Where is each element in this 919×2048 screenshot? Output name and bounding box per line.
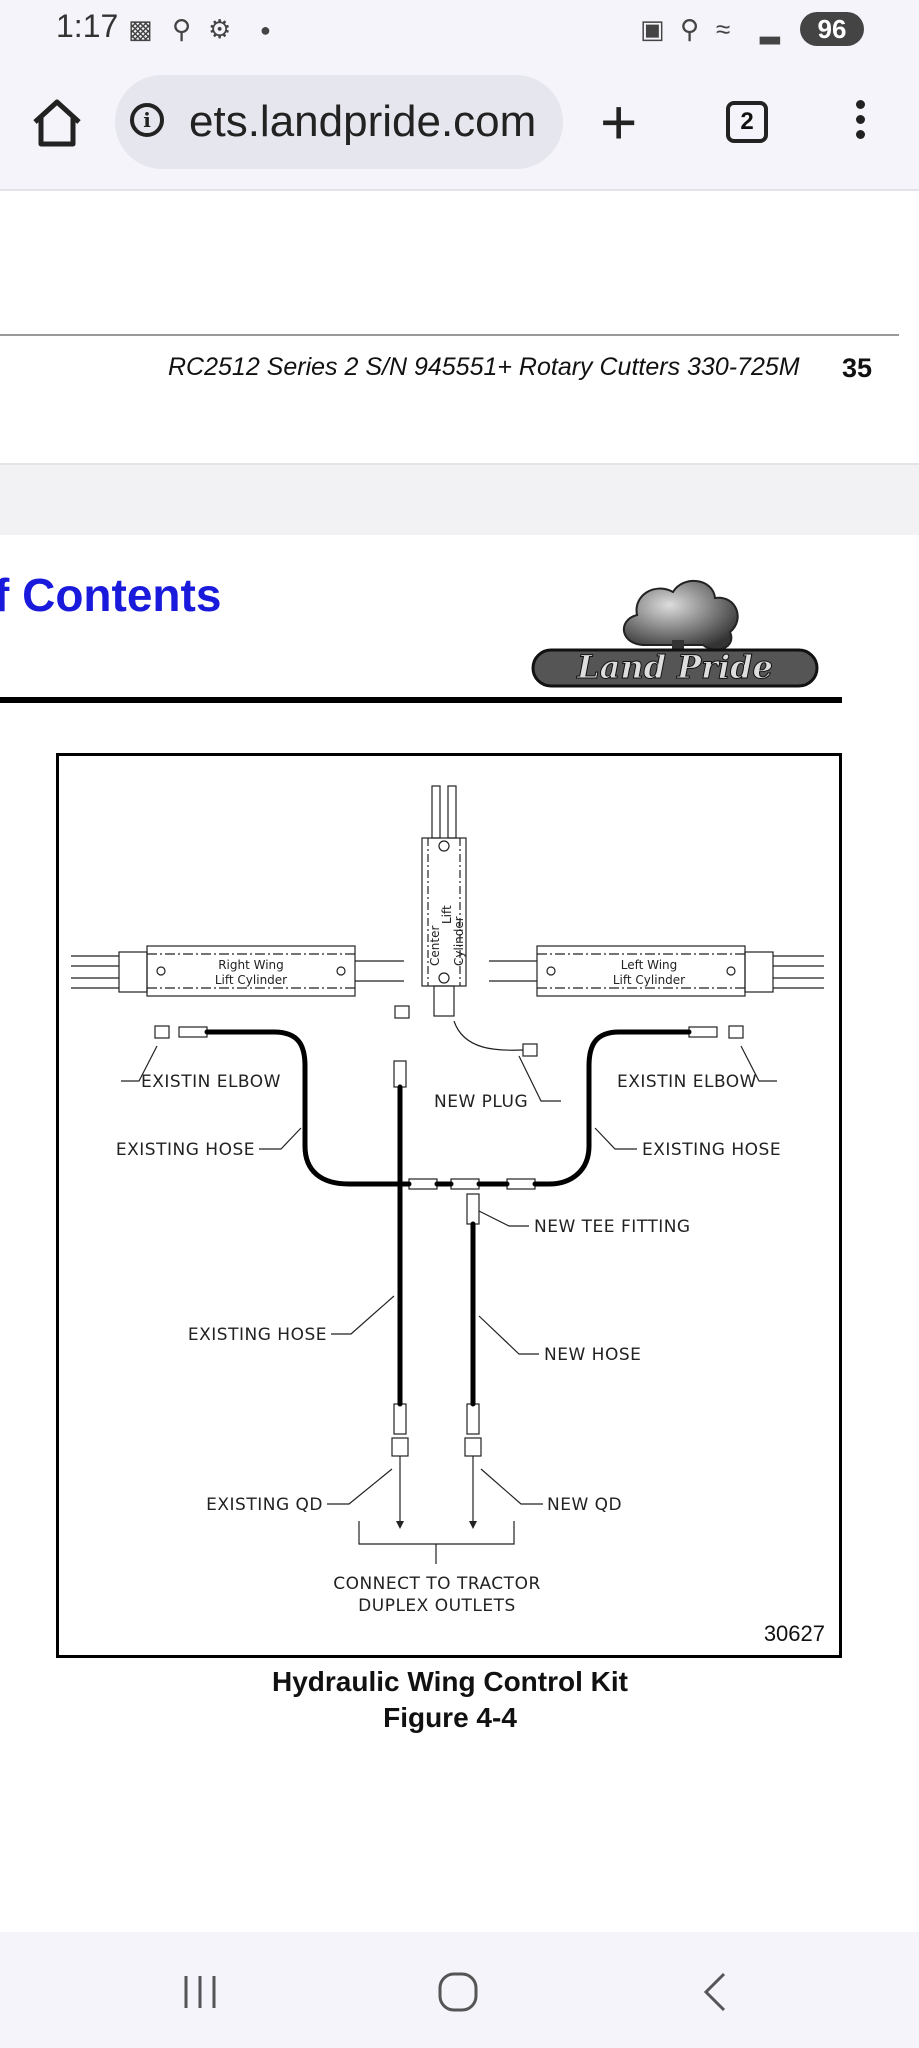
page-separator <box>0 463 919 535</box>
status-time: 1:17 <box>56 8 119 44</box>
browser-toolbar: i ets.landpride.com + 2 <box>0 60 919 191</box>
left-cylinder-label-1: Left Wing <box>621 958 678 972</box>
label-new-hose: NEW HOSE <box>544 1345 641 1365</box>
label-existin-elbow-right: EXISTIN ELBOW <box>617 1072 757 1092</box>
diagram-drawing: Right Wing Lift Cylinder Left Wing Lift … <box>71 785 824 1616</box>
left-cylinder-label-2: Lift Cylinder <box>613 973 685 987</box>
new-tab-button[interactable]: + <box>600 86 638 158</box>
info-icon[interactable]: i <box>130 103 164 137</box>
back-icon[interactable] <box>700 1970 730 2014</box>
center-cylinder-label-1: Center <box>428 926 442 966</box>
more-notifications-icon: ● <box>260 20 271 40</box>
tab-switcher-button[interactable]: 2 <box>726 101 768 143</box>
center-cylinder-label-3: Cylinder <box>452 916 466 966</box>
label-connect-tractor-1: CONNECT TO TRACTOR <box>333 1574 541 1594</box>
label-existing-hose-right: EXISTING HOSE <box>642 1140 781 1160</box>
document-header-title: RC2512 Series 2 S/N 945551+ Rotary Cutte… <box>168 353 800 381</box>
wifi-icon: ≈ <box>716 14 731 44</box>
right-cylinder-label-1: Right Wing <box>218 958 284 972</box>
label-existing-hose-lower: EXISTING HOSE <box>188 1325 327 1345</box>
more-menu-icon[interactable] <box>856 100 866 145</box>
label-existing-hose-left: EXISTING HOSE <box>116 1140 255 1160</box>
video-notification-icon: ▩ <box>128 14 153 44</box>
navigation-bar <box>0 1932 919 2048</box>
recent-apps-icon[interactable] <box>180 1972 220 2012</box>
battery-indicator: 96 <box>800 12 864 46</box>
toc-divider <box>0 697 842 703</box>
label-new-plug: NEW PLUG <box>434 1092 528 1112</box>
header-divider <box>0 334 899 336</box>
nfc-icon: ▣ <box>640 14 665 44</box>
page-number: 35 <box>842 353 873 383</box>
location-icon: ⚲ <box>680 14 700 44</box>
figure-id: 30627 <box>763 1621 825 1646</box>
center-cylinder-label-2: Lift <box>440 905 454 924</box>
url-text: ets.landpride.com <box>189 97 537 146</box>
label-existing-qd: EXISTING QD <box>206 1495 323 1515</box>
label-new-qd: NEW QD <box>547 1495 622 1515</box>
bulb-notification-icon: ⚲ <box>172 14 192 44</box>
status-bar: 1:17 ▩ ⚲ ⚙ ● ▣ ⚲ ≈ ▂ 96 <box>0 0 919 60</box>
signal-icon: ▂ <box>760 14 780 44</box>
home-icon[interactable] <box>30 96 84 150</box>
right-cylinder-label-2: Lift Cylinder <box>215 973 287 987</box>
label-existin-elbow-left: EXISTIN ELBOW <box>141 1072 281 1092</box>
label-connect-tractor-2: DUPLEX OUTLETS <box>358 1596 516 1616</box>
logo-text: Land Pride <box>576 648 773 686</box>
hydraulic-diagram: Right Wing Lift Cylinder Left Wing Lift … <box>56 753 842 1658</box>
url-bar[interactable]: i ets.landpride.com <box>115 75 563 169</box>
home-nav-icon[interactable] <box>436 1970 480 2014</box>
figure-caption: Hydraulic Wing Control Kit <box>272 1666 628 1697</box>
toc-link[interactable]: f Contents <box>0 569 222 621</box>
label-new-tee-fitting: NEW TEE FITTING <box>534 1217 691 1237</box>
land-pride-logo: Land Pride <box>531 579 819 688</box>
figure-subcaption: Figure 4-4 <box>383 1702 517 1733</box>
gear-notification-icon: ⚙ <box>208 14 232 44</box>
